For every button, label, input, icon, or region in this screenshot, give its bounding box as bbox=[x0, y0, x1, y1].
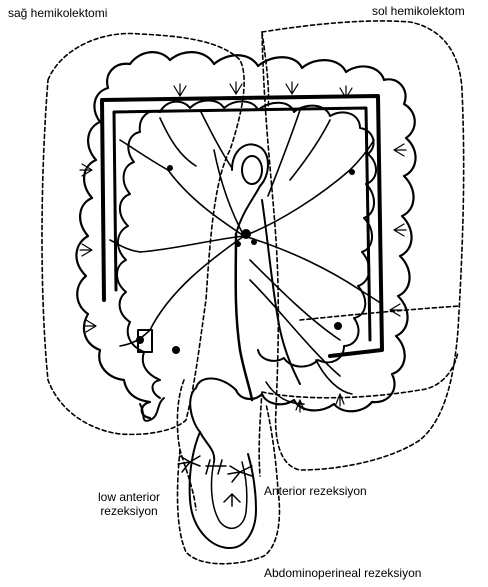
duodenum-lumen bbox=[242, 156, 262, 184]
duodenum bbox=[232, 144, 268, 234]
low-anterior-resection-label: low anterior rezeksiyon bbox=[74, 490, 184, 518]
left-hemicolectomy-label: sol hemikolektom bbox=[372, 4, 465, 18]
anterior-resection-outline bbox=[259, 352, 458, 476]
aorta-right-wall bbox=[262, 200, 300, 384]
low-anterior-resection-label-line2: rezeksiyon bbox=[74, 504, 184, 518]
sigmoid-colon bbox=[190, 378, 236, 462]
abdominoperineal-resection-label: Abdominoperineal rezeksiyon bbox=[264, 566, 421, 580]
marginal-artery bbox=[102, 96, 382, 356]
lymph-nodes bbox=[136, 165, 355, 354]
low-anterior-resection-label-line1: low anterior bbox=[74, 490, 184, 504]
mesenteric-branches bbox=[110, 110, 382, 404]
aorta bbox=[236, 234, 252, 400]
anterior-resection-label: Anterior rezeksiyon bbox=[264, 484, 367, 498]
right-hemicolectomy-outline bbox=[42, 33, 244, 434]
marginal-artery-inner bbox=[114, 108, 370, 340]
right-hemicolectomy-label: sağ hemikolektomi bbox=[8, 6, 107, 20]
